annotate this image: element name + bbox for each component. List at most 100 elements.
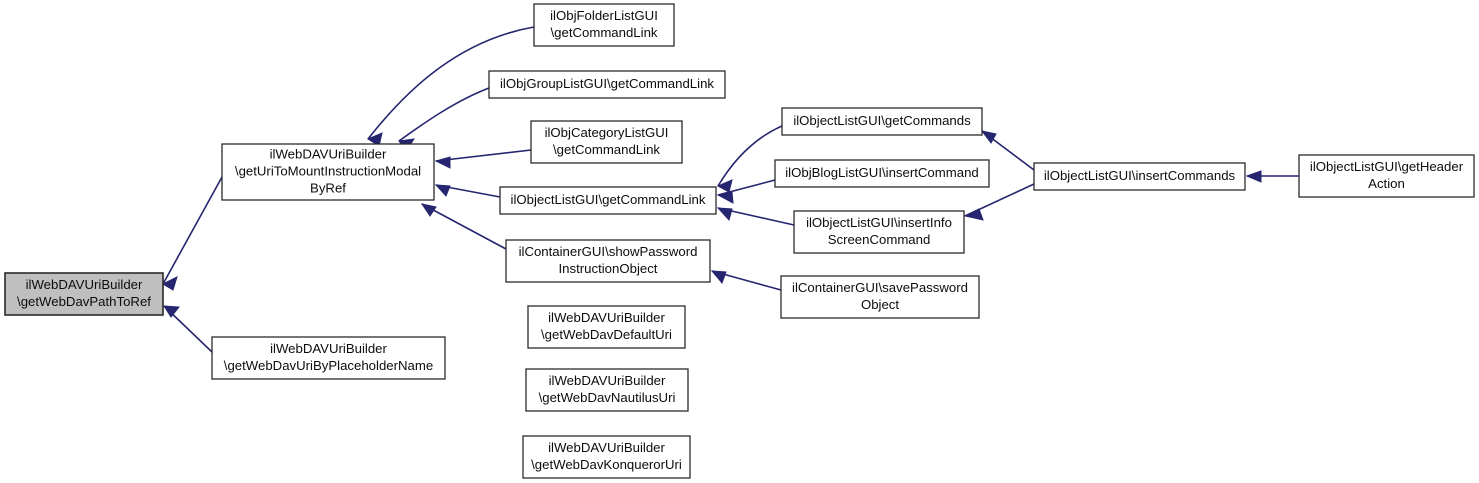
- node-label-line: ilObjCategoryListGUI: [545, 125, 669, 140]
- node-box[interactable]: [522, 435, 691, 479]
- node-label-line: ScreenCommand: [828, 232, 931, 247]
- node-box[interactable]: [211, 336, 446, 380]
- node-label-line: ilObjectListGUI\getHeader: [1310, 159, 1464, 174]
- node-box[interactable]: [533, 3, 675, 47]
- graph-node-insert_commands[interactable]: ilObjectListGUI\insertCommands: [1033, 162, 1246, 191]
- edge-arrowhead-icon: [1245, 170, 1262, 183]
- edge-line: [398, 87, 490, 142]
- edge-arrowhead-icon: [366, 132, 383, 147]
- edge-arrowhead-icon: [716, 191, 734, 204]
- node-label-line: ilObjBlogListGUI\insertCommand: [785, 165, 979, 180]
- node-label-line: \getWebDavPathToRef: [17, 294, 151, 309]
- edge-arrowhead-icon: [963, 208, 984, 221]
- graph-edge: [716, 207, 795, 226]
- edge-arrowhead-icon: [161, 276, 178, 291]
- node-label-line: Action: [1368, 176, 1405, 191]
- graph-edge: [1245, 170, 1299, 183]
- node-label-line: \getCommandLink: [553, 142, 660, 157]
- node-label-line: ilWebDAVUriBuilder: [270, 146, 387, 161]
- graph-node-show_password[interactable]: ilContainerGUI\showPasswordInstructionOb…: [505, 239, 711, 283]
- graph-node-konqueror_uri[interactable]: ilWebDAVUriBuilder \getWebDavKonquerorUri: [522, 435, 691, 479]
- graph-node-blog_insert[interactable]: ilObjBlogListGUI\insertCommand: [774, 159, 990, 188]
- graph-node-objectlist_commandlink[interactable]: ilObjectListGUI\getCommandLink: [499, 186, 717, 215]
- graph-node-default_uri[interactable]: ilWebDAVUriBuilder \getWebDavDefaultUri: [527, 305, 686, 349]
- graph-edge: [434, 184, 501, 198]
- node-label-line: ilObjectListGUI\getCommandLink: [511, 192, 706, 207]
- node-label-line: \getWebDavDefaultUri: [541, 327, 672, 342]
- node-box[interactable]: [774, 159, 990, 188]
- graph-node-root[interactable]: ilWebDAVUriBuilder \getWebDavPathToRef: [4, 272, 164, 316]
- edge-line: [435, 149, 532, 162]
- node-label-line: ilObjectListGUI\insertInfo: [806, 215, 952, 230]
- node-box[interactable]: [781, 107, 983, 136]
- node-label-line: ilObjectListGUI\insertCommands: [1044, 168, 1236, 183]
- graph-edge: [398, 87, 490, 152]
- edge-line: [367, 26, 535, 140]
- node-label-line: \getWebDavNautilusUri: [539, 390, 676, 405]
- node-box[interactable]: [1298, 154, 1475, 198]
- node-box[interactable]: [1033, 162, 1246, 191]
- node-label-line: ilContainerGUI\savePassword: [792, 280, 968, 295]
- graph-edge: [434, 149, 532, 169]
- node-box[interactable]: [488, 70, 726, 99]
- node-box[interactable]: [530, 120, 683, 164]
- graph-node-get_commands[interactable]: ilObjectListGUI\getCommands: [781, 107, 983, 136]
- graph-edge: [161, 176, 223, 291]
- node-label-line: Object: [861, 297, 899, 312]
- edge-line: [421, 203, 507, 250]
- node-label-line: \getUriToMountInstructionModal: [235, 163, 421, 178]
- node-box[interactable]: [793, 210, 965, 254]
- graph-node-category_list[interactable]: ilObjCategoryListGUI \getCommandLink: [530, 120, 683, 164]
- graph-node-mount_modal[interactable]: ilWebDAVUriBuilder \getUriToMountInstruct…: [221, 143, 435, 201]
- edges-layer: [161, 26, 1299, 353]
- graph-node-placeholder_name[interactable]: ilWebDAVUriBuilder \getWebDavUriByPlaceho…: [211, 336, 446, 380]
- node-label-line: ilObjectListGUI\getCommands: [793, 113, 971, 128]
- node-label-line: ilWebDAVUriBuilder: [26, 277, 143, 292]
- node-label-line: \getCommandLink: [550, 25, 657, 40]
- node-box[interactable]: [505, 239, 711, 283]
- graph-node-folder_list[interactable]: ilObjFolderListGUI \getCommandLink: [533, 3, 675, 47]
- graph-edge: [163, 305, 213, 353]
- edge-arrowhead-icon: [163, 305, 180, 318]
- edge-arrowhead-icon: [716, 207, 733, 222]
- edge-arrowhead-icon: [980, 130, 997, 144]
- node-box[interactable]: [221, 143, 435, 201]
- nodes-layer: ilWebDAVUriBuilder\getWebDavPathToRefilW…: [4, 3, 1475, 479]
- node-label-line: ilWebDAVUriBuilder: [548, 440, 665, 455]
- node-label-line: ilObjFolderListGUI: [550, 8, 658, 23]
- graph-node-group_list[interactable]: ilObjGroupListGUI\getCommandLink: [488, 70, 726, 99]
- node-label-line: ilContainerGUI\showPassword: [519, 244, 698, 259]
- graph-edge: [710, 270, 782, 291]
- edge-arrowhead-icon: [420, 203, 437, 217]
- edge-arrowhead-icon: [710, 270, 727, 284]
- node-box[interactable]: [527, 305, 686, 349]
- node-label-line: ilWebDAVUriBuilder: [270, 341, 387, 356]
- node-label-line: ByRef: [310, 180, 346, 195]
- node-label-line: ilWebDAVUriBuilder: [549, 373, 666, 388]
- graph-edge: [716, 179, 776, 204]
- node-label-line: ilWebDAVUriBuilder: [548, 310, 665, 325]
- node-box[interactable]: [499, 186, 717, 215]
- edge-arrowhead-icon: [434, 184, 451, 197]
- graph-edge: [420, 203, 507, 250]
- node-label-line: InstructionObject: [559, 261, 658, 276]
- node-box[interactable]: [525, 368, 689, 412]
- graph-node-nautilus_uri[interactable]: ilWebDAVUriBuilder \getWebDavNautilusUri: [525, 368, 689, 412]
- node-label-line: ilObjGroupListGUI\getCommandLink: [500, 76, 714, 91]
- graph-edge: [963, 183, 1035, 221]
- graph-edge: [716, 125, 783, 193]
- graph-edge: [980, 130, 1035, 171]
- edge-line: [717, 125, 783, 187]
- node-box[interactable]: [780, 275, 980, 319]
- node-box[interactable]: [4, 272, 164, 316]
- node-label-line: \getWebDavUriByPlaceholderName: [224, 358, 433, 373]
- graph-edge: [366, 26, 535, 147]
- edge-line: [162, 176, 223, 285]
- edge-arrowhead-icon: [434, 156, 451, 169]
- node-label-line: \getWebDavKonquerorUri: [531, 457, 682, 472]
